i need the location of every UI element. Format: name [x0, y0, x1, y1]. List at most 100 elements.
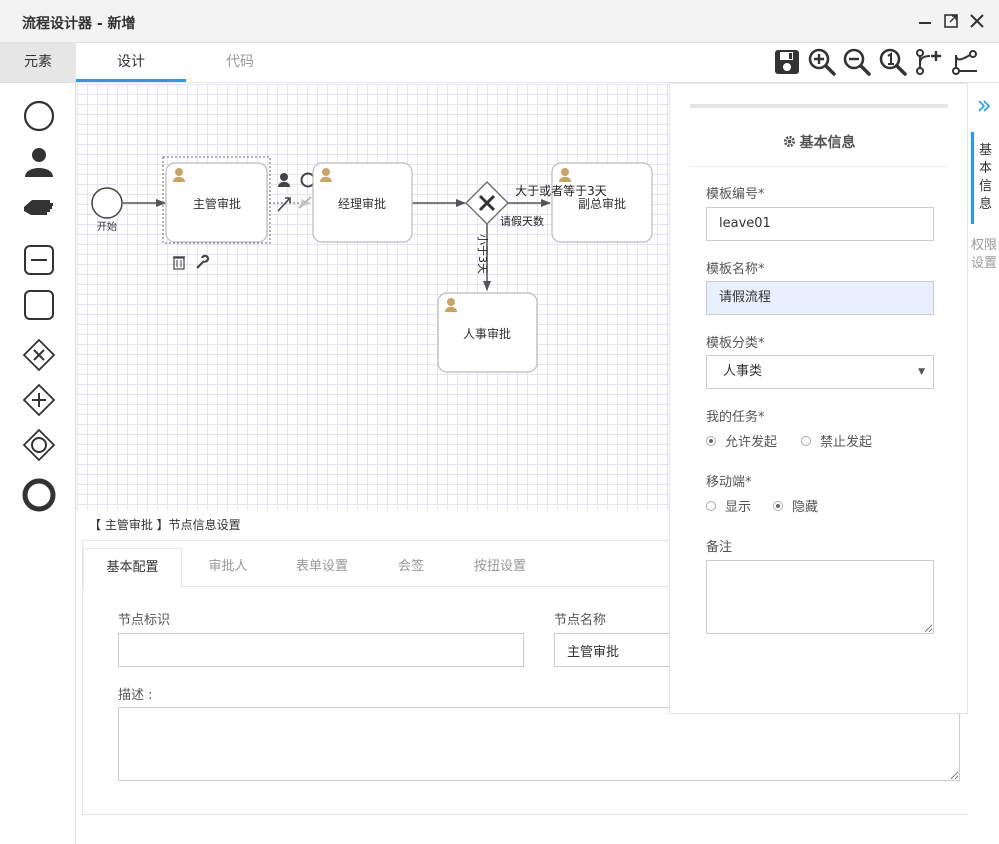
delete-icon[interactable] — [173, 256, 185, 270]
description-textarea[interactable] — [118, 707, 960, 781]
rail-tab-permission-label: 权限设置 — [971, 238, 998, 271]
user-task-icon — [320, 168, 332, 182]
gateway-label[interactable]: 请假天数 — [500, 214, 544, 228]
basic-info-title: 基本信息 — [799, 135, 856, 151]
task-manager[interactable] — [312, 162, 413, 243]
exclusive-gateway-icon[interactable] — [22, 338, 56, 372]
node-id-label: 节点标识 — [118, 613, 171, 628]
user-task-icon — [173, 168, 185, 182]
basic-info-header: 基本信息 — [690, 122, 948, 167]
zoom-in-icon[interactable] — [807, 47, 837, 77]
radio-show[interactable]: 显示 — [706, 496, 751, 515]
my-task-label: 我的任务* — [706, 410, 765, 425]
radio-forbid-label: 禁止发起 — [820, 435, 873, 450]
flow-label-lt3[interactable]: 小于3天 — [476, 234, 489, 274]
task-supervisor-label: 主管审批 — [193, 196, 241, 211]
rail-tab-basic-info[interactable]: 基本信息 — [971, 132, 997, 224]
template-code-input[interactable]: leave01 — [706, 207, 934, 241]
template-category-select[interactable]: 人事类 ▼ — [706, 355, 934, 389]
zoom-out-icon[interactable] — [842, 47, 872, 77]
tab-countersign[interactable]: 会签 — [397, 559, 424, 574]
gear-icon — [783, 135, 795, 148]
title-bar: 流程设计器 - 新增 — [0, 0, 999, 43]
sub-process-icon[interactable] — [22, 243, 56, 277]
radio-allow-start[interactable]: 允许发起 — [706, 431, 777, 450]
properties-panel: 基本信息 模板编号* leave01 模板名称* 请假流程 模板分类* 人事类 … — [669, 83, 968, 714]
remark-textarea[interactable] — [706, 560, 934, 634]
node-id-input[interactable] — [118, 633, 524, 667]
gateway-x-icon — [478, 194, 496, 212]
radio-dot — [706, 500, 716, 511]
node-settings-title: 【 主管审批 】节点信息设置 — [89, 518, 241, 532]
category-selected-value: 人事类 — [723, 364, 763, 379]
start-label: 开始 — [97, 220, 117, 233]
node-settings-tabs: 基本配置 审批人 表单设置 会签 按扭设置 — [83, 541, 998, 588]
selection-box — [162, 156, 271, 244]
branch-icon[interactable] — [950, 47, 980, 77]
context-user-icon[interactable] — [278, 173, 290, 187]
task-hr[interactable] — [437, 292, 538, 373]
parallel-gateway-icon[interactable] — [22, 383, 56, 417]
add-branch-icon[interactable] — [914, 47, 944, 77]
mobile-label: 移动端* — [706, 475, 752, 490]
close-icon[interactable] — [967, 11, 987, 31]
design-canvas[interactable]: 开始 主管审批 经理审批 副总审批 人事审批 大于或者等于3天 请假天数 小于3 — [77, 84, 669, 510]
element-palette — [0, 83, 76, 844]
radio-allow-label: 允许发起 — [725, 435, 778, 450]
tab-form-settings[interactable]: 表单设置 — [295, 559, 348, 574]
task-supervisor[interactable] — [165, 162, 268, 243]
task-vp-label: 副总审批 — [578, 196, 626, 211]
radio-hide-label: 隐藏 — [792, 500, 819, 515]
actual-size-icon[interactable] — [878, 47, 908, 77]
save-icon[interactable] — [772, 47, 802, 77]
remark-label: 备注 — [706, 540, 733, 555]
editor-tabs: 设计 代码 — [76, 43, 999, 83]
side-rail: 基本信息 权限设置 — [968, 83, 999, 844]
task-vp[interactable] — [551, 162, 653, 243]
tab-button-settings[interactable]: 按扭设置 — [473, 559, 526, 574]
flow-label-gte3[interactable]: 大于或者等于3天 — [515, 184, 607, 198]
end-event-icon[interactable] — [22, 478, 56, 512]
tab-design[interactable]: 设计 — [76, 43, 186, 82]
manual-task-icon[interactable] — [22, 191, 56, 225]
radio-dot-checked — [706, 435, 716, 446]
radio-show-label: 显示 — [725, 500, 752, 515]
context-connect-icon[interactable] — [277, 197, 291, 212]
rail-tab-basic-info-label: 基本信息 — [978, 143, 992, 212]
rail-tab-permission[interactable]: 权限设置 — [971, 237, 997, 317]
double-chevron-right-icon[interactable] — [977, 99, 991, 113]
inclusive-gateway-icon[interactable] — [22, 428, 56, 462]
radio-hide[interactable]: 隐藏 — [773, 496, 818, 515]
node-name-label: 节点名称 — [554, 613, 607, 628]
node-settings-box: 基本配置 审批人 表单设置 会签 按扭设置 节点标识 节点名称 描述 : — [82, 540, 999, 815]
maximize-icon[interactable] — [941, 11, 961, 31]
tab-basic-config[interactable]: 基本配置 — [83, 548, 182, 588]
radio-dot-checked — [773, 500, 783, 511]
template-code-label: 模板编号* — [706, 187, 765, 202]
wrench-icon[interactable] — [196, 254, 210, 269]
panel-drag-bar[interactable] — [690, 104, 948, 108]
template-name-label: 模板名称* — [706, 262, 765, 277]
tab-approver[interactable]: 审批人 — [208, 559, 248, 574]
template-category-label: 模板分类* — [706, 336, 765, 351]
template-name-input[interactable]: 请假流程 — [706, 281, 934, 315]
radio-dot — [801, 435, 811, 446]
start-event-icon[interactable] — [22, 99, 56, 133]
task-icon[interactable] — [22, 288, 56, 322]
radio-forbid-start[interactable]: 禁止发起 — [801, 431, 872, 450]
user-task-icon[interactable] — [22, 145, 56, 179]
description-label: 描述 : — [118, 688, 153, 703]
task-hr-label: 人事审批 — [463, 326, 511, 341]
minimize-icon[interactable] — [915, 11, 935, 31]
start-event[interactable] — [91, 187, 123, 219]
elements-header: 元素 — [0, 43, 76, 83]
user-task-icon — [445, 298, 457, 312]
bpmn-diagram: 开始 主管审批 经理审批 副总审批 人事审批 大于或者等于3天 请假天数 小于3 — [91, 156, 653, 373]
window-title: 流程设计器 - 新增 — [22, 16, 136, 32]
chevron-down-icon: ▼ — [918, 367, 925, 377]
context-pencil-icon[interactable] — [298, 196, 312, 209]
task-manager-label: 经理审批 — [338, 196, 386, 211]
user-task-icon — [559, 168, 571, 182]
tab-code[interactable]: 代码 — [226, 54, 254, 70]
elements-header-label: 元素 — [24, 54, 52, 70]
